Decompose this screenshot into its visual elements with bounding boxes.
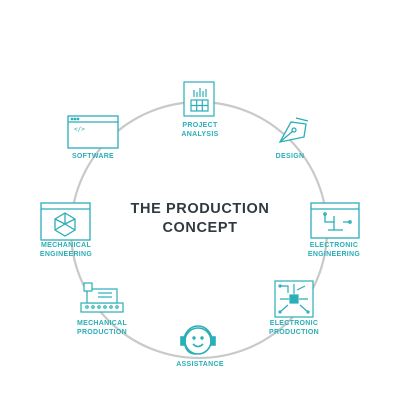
node-label-design: DESIGN: [275, 153, 305, 160]
title-line-1: THE PRODUCTION: [130, 201, 270, 217]
node-label-software: SOFTWARE: [71, 153, 115, 160]
node-label-mechanical-engineering: MECHANICAL ENGINEERING: [39, 242, 93, 258]
circuit-window-icon: [310, 202, 360, 239]
machine-tool-icon: [80, 282, 124, 313]
diagram-title: THE PRODUCTION CONCEPT: [100, 200, 300, 238]
headset-smile-icon: [180, 325, 216, 355]
pen-nib-icon: [278, 117, 309, 143]
node-label-mechanical-production: MECHANICAL PRODUCTION: [76, 320, 128, 336]
circuit-board-icon: [274, 280, 314, 318]
polyhedron-window-icon: [40, 202, 91, 241]
title-line-2: CONCEPT: [162, 220, 238, 236]
node-label-electronic-engineering: ELECTRONIC ENGINEERING: [307, 242, 361, 258]
svg-text:</>: </>: [74, 126, 85, 133]
chart-grid-icon: [183, 81, 215, 117]
node-label-electronic-production: ELECTRONIC PRODUCTION: [268, 320, 320, 336]
code-window-icon: </>: [67, 115, 119, 149]
node-label-project-analysis: PROJECT ANALYSIS: [181, 122, 219, 138]
node-label-assistance: ASSISTANCE: [176, 361, 224, 368]
